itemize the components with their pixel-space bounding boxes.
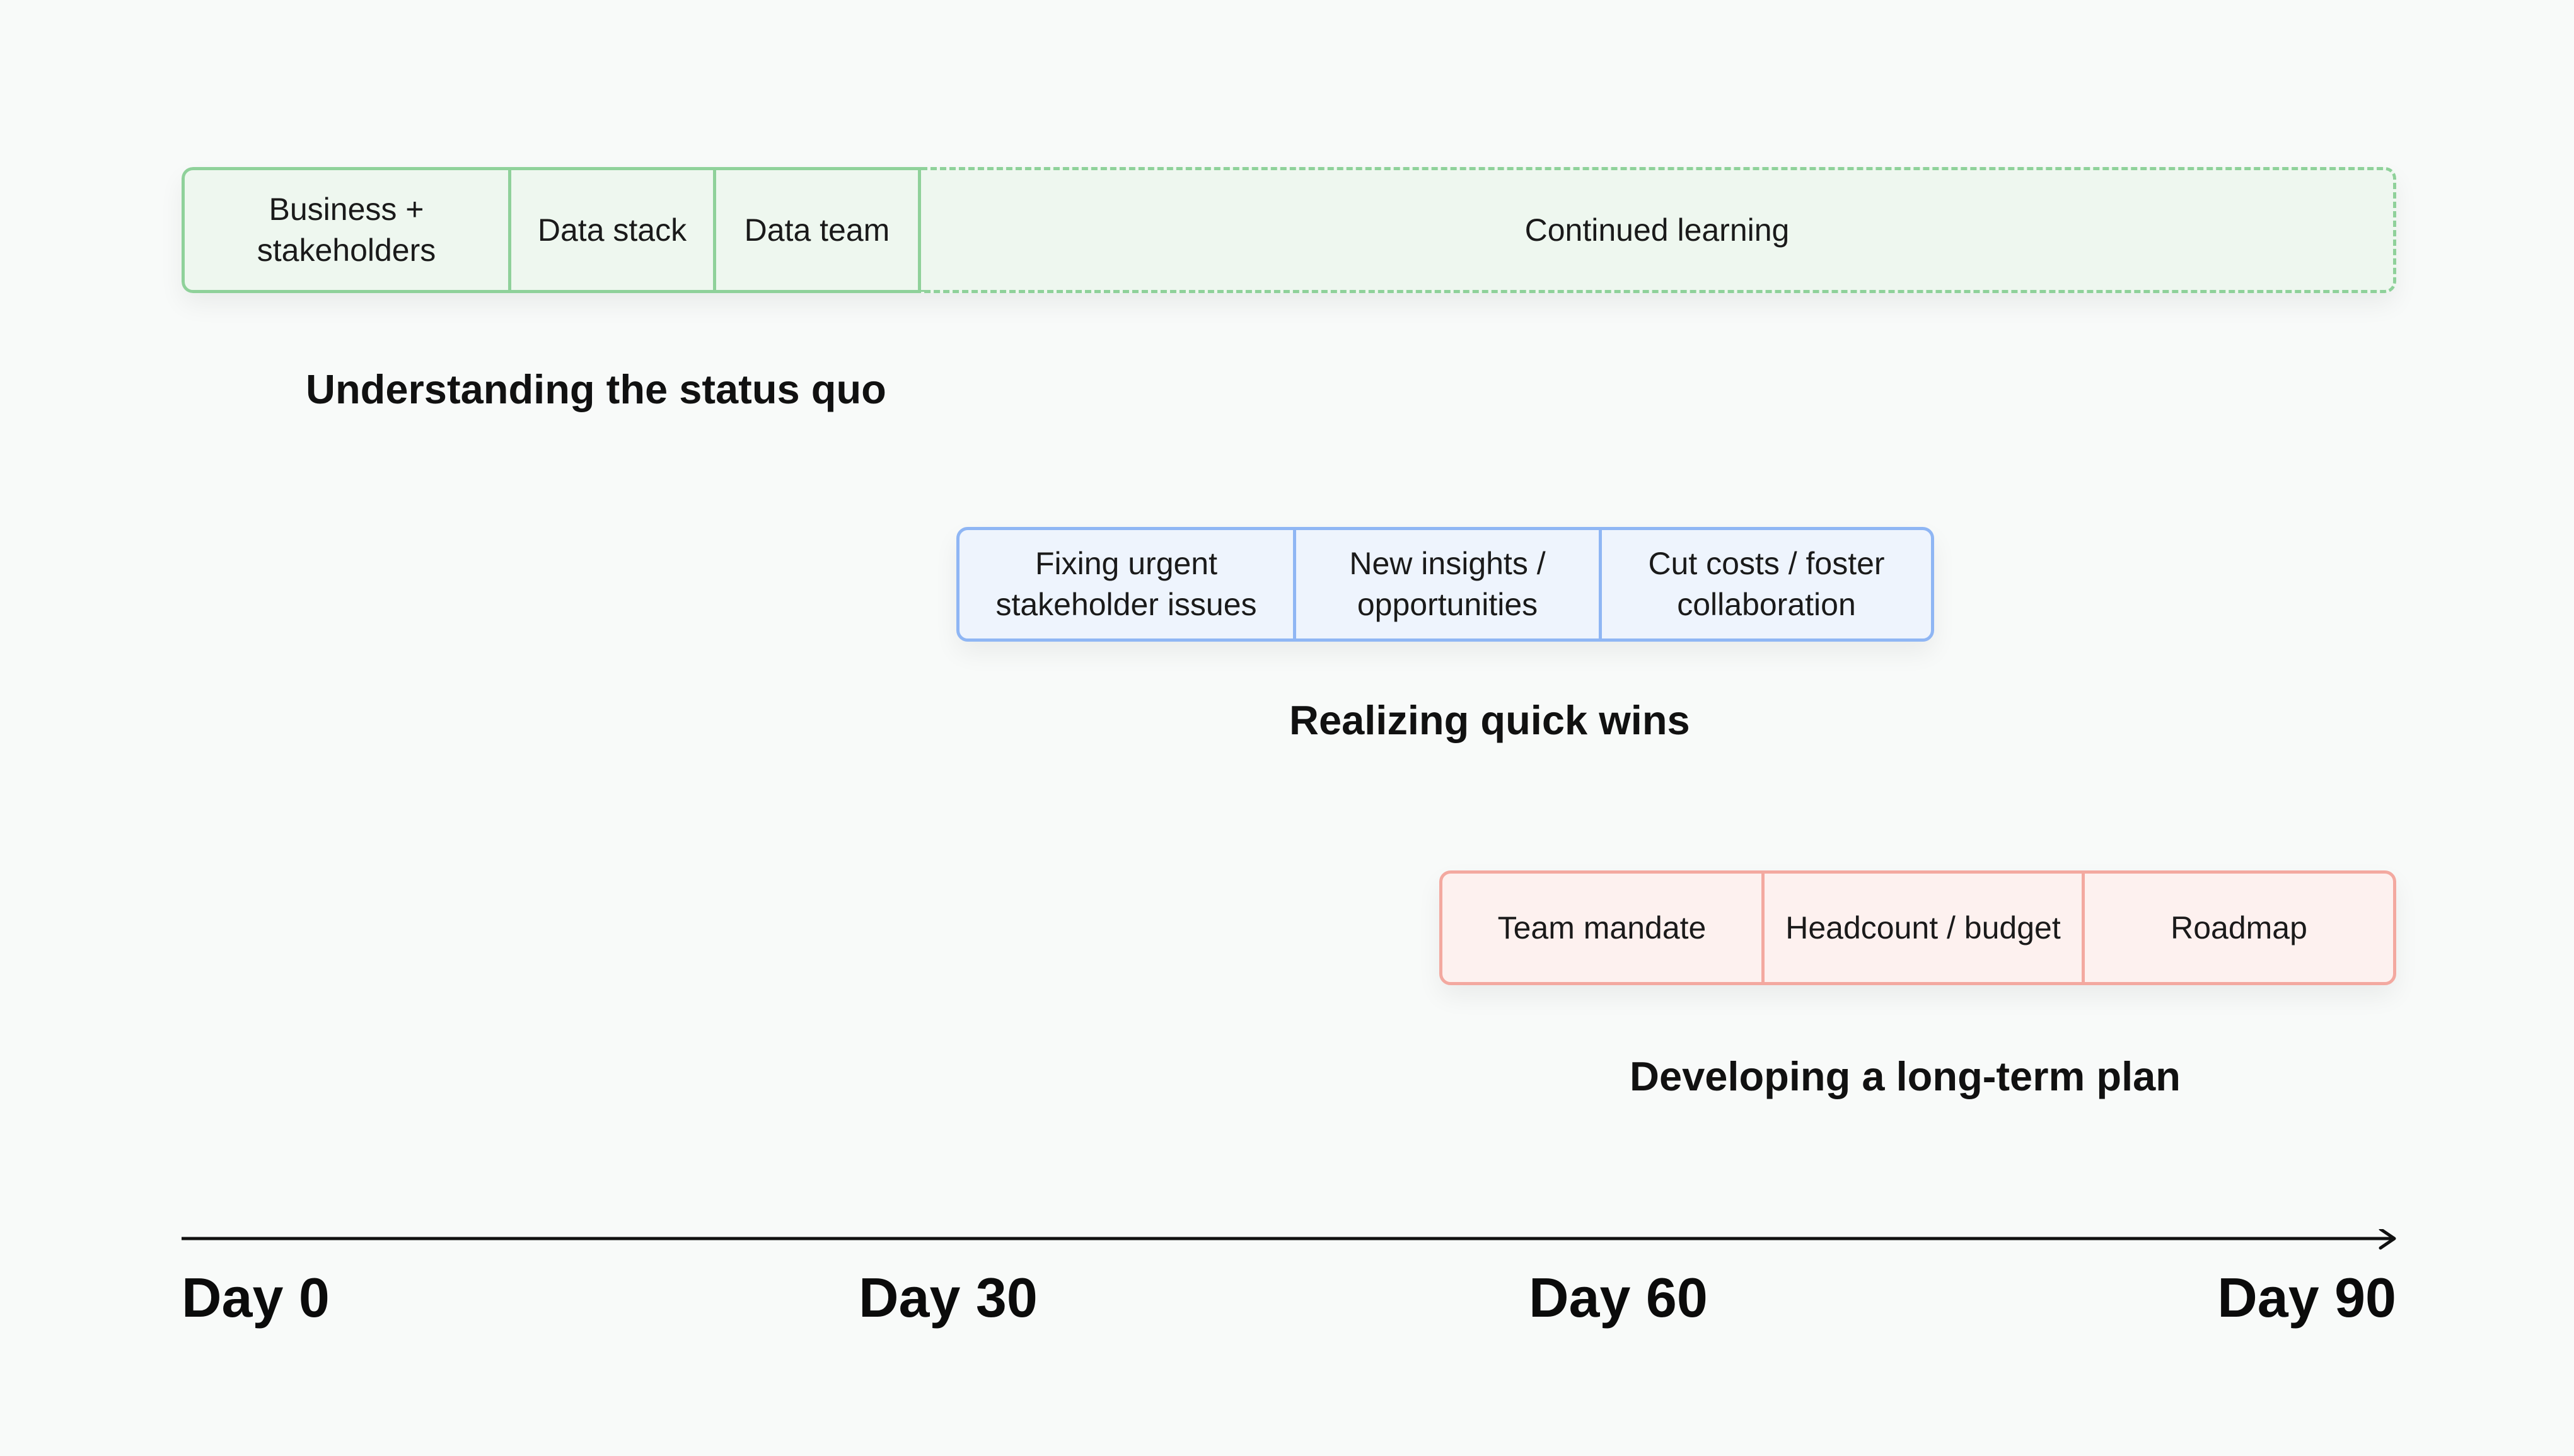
- phase-item-roadmap: Roadmap: [2082, 874, 2393, 982]
- phase-item-label: Team mandate: [1497, 910, 1707, 945]
- phase-item-label: Cut costs / foster collaboration: [1648, 546, 1885, 622]
- phase-item-cut-costs: Cut costs / foster collaboration: [1599, 530, 1931, 638]
- phase-item-headcount-budget: Headcount / budget: [1761, 874, 2082, 982]
- timeline-tick-day-0: Day 0: [182, 1266, 330, 1329]
- timeline-tick-day-90: Day 90: [2217, 1266, 2396, 1329]
- phase-item-team-mandate: Team mandate: [1442, 874, 1761, 982]
- phase-item-data-stack: Data stack: [511, 167, 716, 293]
- phase-title-quick-wins: Realizing quick wins: [1289, 697, 1690, 743]
- phase-long-term-bar: Team mandate Headcount / budget Roadmap: [1439, 870, 2396, 985]
- phase-item-label: Headcount / budget: [1785, 910, 2061, 945]
- timeline-arrow: [182, 1229, 2396, 1250]
- phase-item-new-insights: New insights / opportunities: [1293, 530, 1599, 638]
- timeline-tick-day-30: Day 30: [859, 1266, 1038, 1329]
- phase-item-continued-learning: Continued learning: [921, 167, 2396, 293]
- phase-item-label: Data team: [744, 212, 890, 248]
- phase-item-data-team: Data team: [716, 167, 921, 293]
- phase-item-fixing-urgent: Fixing urgent stakeholder issues: [959, 530, 1293, 638]
- phase-item-label: Data stack: [537, 212, 687, 248]
- phase-item-label: Business + stakeholders: [257, 192, 436, 268]
- phase-title-understanding: Understanding the status quo: [306, 366, 886, 412]
- phase-item-label: Roadmap: [2171, 910, 2307, 945]
- phase-quick-wins-bar: Fixing urgent stakeholder issues New ins…: [956, 527, 1934, 642]
- phase-title-long-term: Developing a long-term plan: [1630, 1053, 2181, 1099]
- phase-understanding-bar: Business + stakeholders Data stack Data …: [182, 167, 2396, 293]
- phase-item-business-stakeholders: Business + stakeholders: [182, 167, 511, 293]
- phase-item-label: Continued learning: [1524, 212, 1790, 248]
- timeline-tick-day-60: Day 60: [1529, 1266, 1708, 1329]
- phase-item-label: Fixing urgent stakeholder issues: [995, 546, 1257, 622]
- phase-item-label: New insights / opportunities: [1349, 546, 1546, 622]
